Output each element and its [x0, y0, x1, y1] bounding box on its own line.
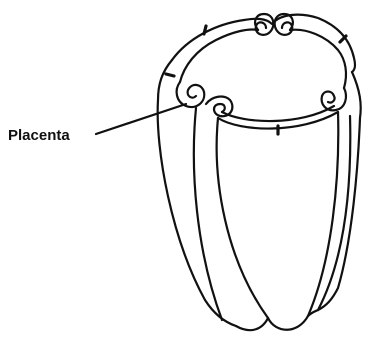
rim-front-inner	[222, 106, 334, 121]
inner-wall-middle	[217, 118, 268, 318]
rim-mark-1	[204, 26, 206, 34]
inner-wall-right	[308, 112, 338, 316]
ovary-outer-left-wall	[158, 60, 236, 326]
placenta-left-middle-curl	[206, 97, 232, 117]
rim-inner-contour	[180, 29, 258, 82]
ovary-bottom-middle-lobe	[268, 316, 308, 330]
placenta-top-curl-left	[255, 14, 273, 35]
rim-inner-contour-right	[290, 30, 346, 88]
rim-mark-2	[340, 36, 346, 42]
placenta-label: Placenta	[8, 127, 70, 144]
ovary-bottom-left-lobe	[236, 318, 268, 330]
placenta-left-curl	[177, 82, 205, 107]
rim-mark-3	[166, 74, 174, 76]
placenta-pointer-line	[96, 104, 186, 134]
